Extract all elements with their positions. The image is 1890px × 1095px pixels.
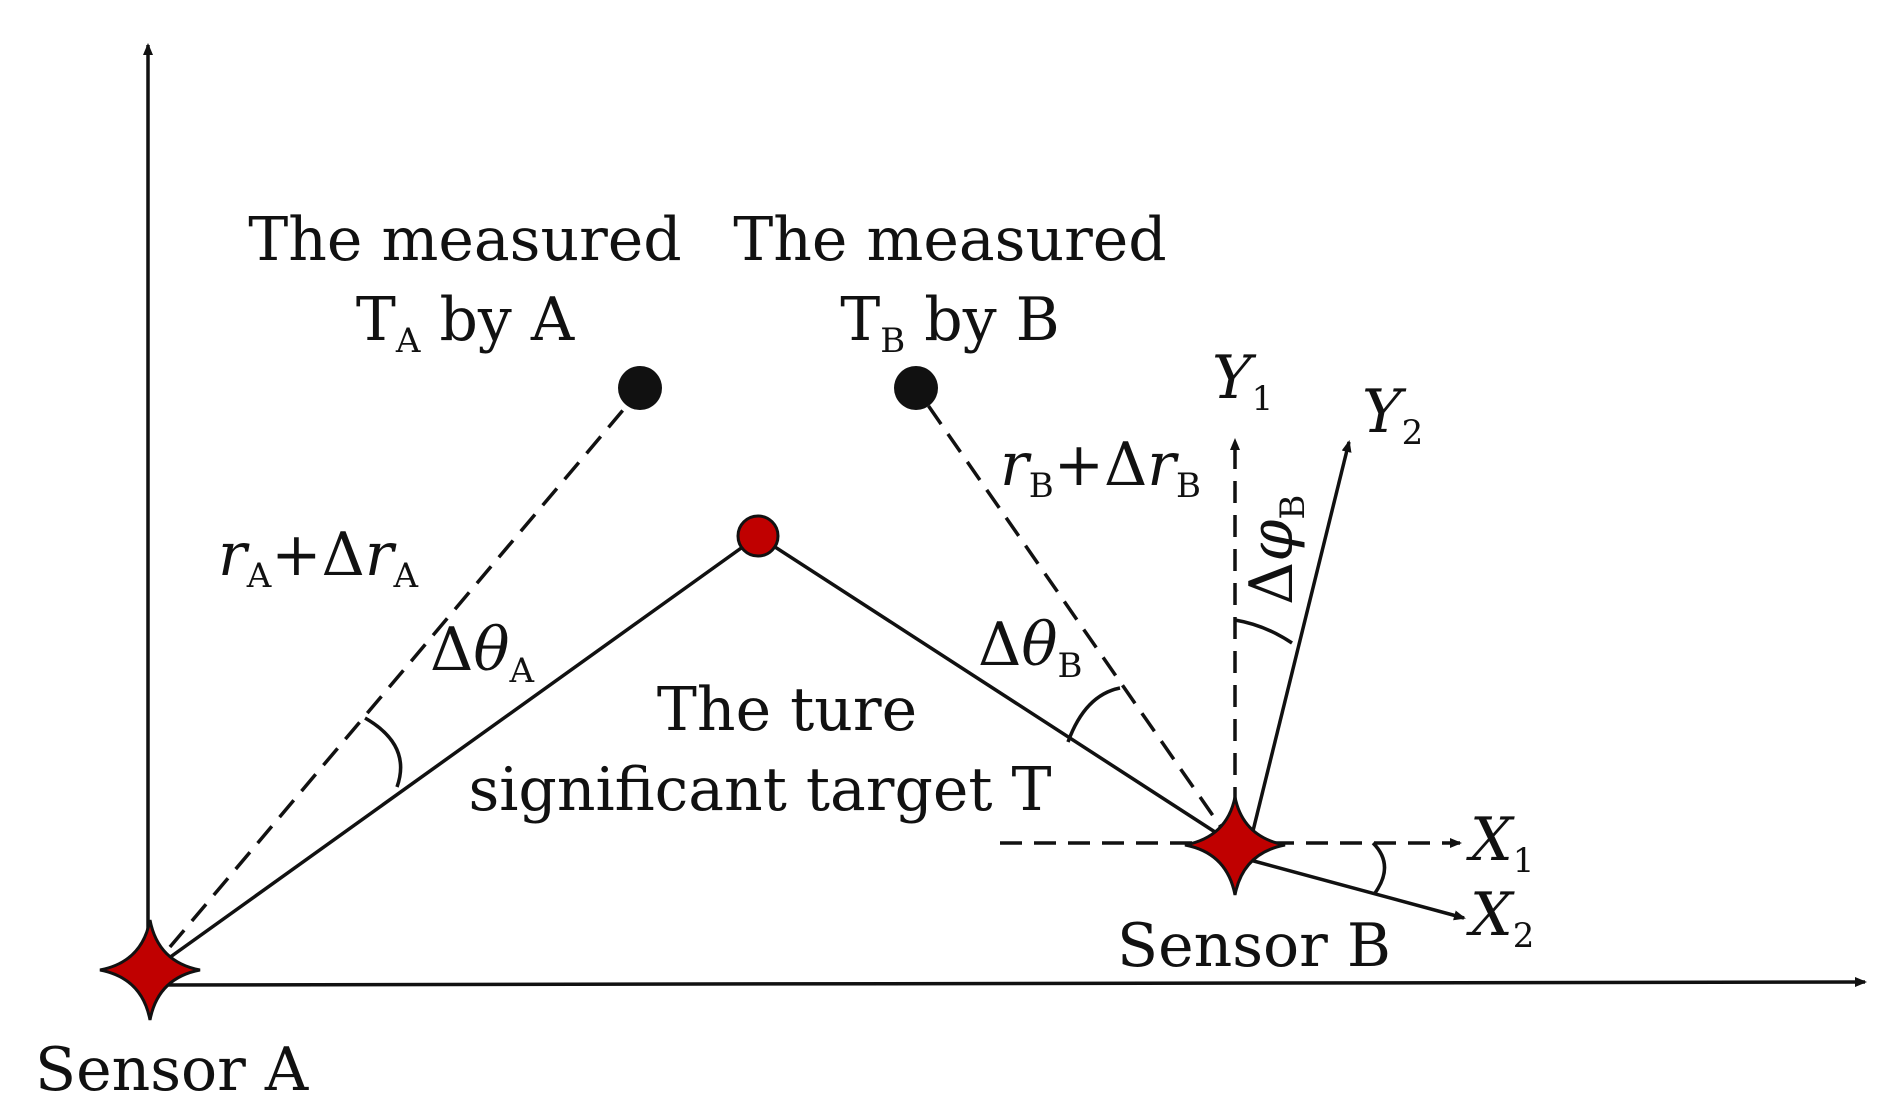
axis-x2-name: X [1466,880,1515,950]
angle-arc-x-b [1371,841,1387,895]
measured-a-main: T [356,285,396,355]
sensor-a-star [99,919,201,1021]
sensor-a-label: Sensor A [35,1035,309,1095]
axis-y2 [1248,440,1352,844]
measured-a-label-line2: TA by A [356,285,575,361]
measured-b-label-line1: The measured [733,205,1166,275]
axis-x2 [1249,858,1466,921]
range-b-label: rB+ΔrB [1000,430,1201,506]
true-line-a [146,534,760,975]
axis-y1-name: Y [1212,343,1257,413]
measured-target-a-dot [618,366,662,410]
range-a-r: r [218,520,250,590]
sensor-b-label: Sensor B [1117,911,1391,981]
range-b-plus-delta: +Δ [1054,430,1148,500]
theta-b-sub: B [1057,646,1082,686]
true-target-dot [736,514,780,558]
range-a-sub2: A [393,556,419,596]
range-a-label: rA+ΔrA [218,520,419,596]
measured-a-label-line1: The measured [248,205,681,275]
sensor-b-star [1184,796,1286,896]
theta-b-delta: Δ [978,610,1021,680]
axis-x1-sub: 1 [1513,841,1535,881]
axis-y2-name: Y [1362,377,1407,447]
angle-arc-theta-b [1066,686,1121,743]
axis-y2-sub: 2 [1402,413,1424,453]
measured-b-main: T [840,285,880,355]
range-b-sub2: B [1176,466,1201,506]
angle-arc-theta-a [364,716,403,788]
global-x-axis [147,977,1867,988]
true-target-label-line1: The ture [657,675,917,745]
range-b-r2: r [1147,430,1179,500]
range-a-sub: A [246,556,272,596]
theta-a-theta: θ [473,615,509,685]
range-b-sub: B [1029,466,1054,506]
phi-b-label: ΔφB [1237,495,1313,605]
axis-y1-sub: 1 [1252,379,1274,419]
measured-line-a [146,388,642,975]
true-target-label-line2: significant target T [468,755,1051,825]
axis-y2-label: Y2 [1362,377,1423,453]
theta-a-delta: Δ [430,615,473,685]
measured-b-label-line2: TB by B [840,285,1060,361]
theta-b-label: ΔθB [978,610,1082,686]
measured-b-sub: B [880,321,905,361]
theta-a-sub: A [508,651,534,691]
axis-x1-label: X1 [1466,805,1534,881]
theta-a-label: ΔθA [430,615,534,691]
phi-b-phi: φ [1237,520,1307,562]
axis-x1-name: X [1466,805,1515,875]
true-line-b [757,534,1233,845]
axis-y1-label: Y1 [1212,343,1273,419]
phi-b-delta: Δ [1237,562,1307,605]
theta-b-theta: θ [1021,610,1057,680]
measured-target-b-dot [894,366,938,410]
angle-arc-phi-b [1234,618,1293,645]
range-a-plus-delta: +Δ [271,520,365,590]
measured-a-rest: by A [420,285,574,355]
axis-x2-label: X2 [1466,880,1534,956]
measured-a-sub: A [395,321,421,361]
measured-b-rest: by B [905,285,1060,355]
axis-x2-sub: 2 [1513,916,1535,956]
measured-line-b [914,387,1234,844]
range-b-r: r [1000,430,1032,500]
range-a-r2: r [365,520,397,590]
phi-b-sub: B [1273,495,1313,520]
